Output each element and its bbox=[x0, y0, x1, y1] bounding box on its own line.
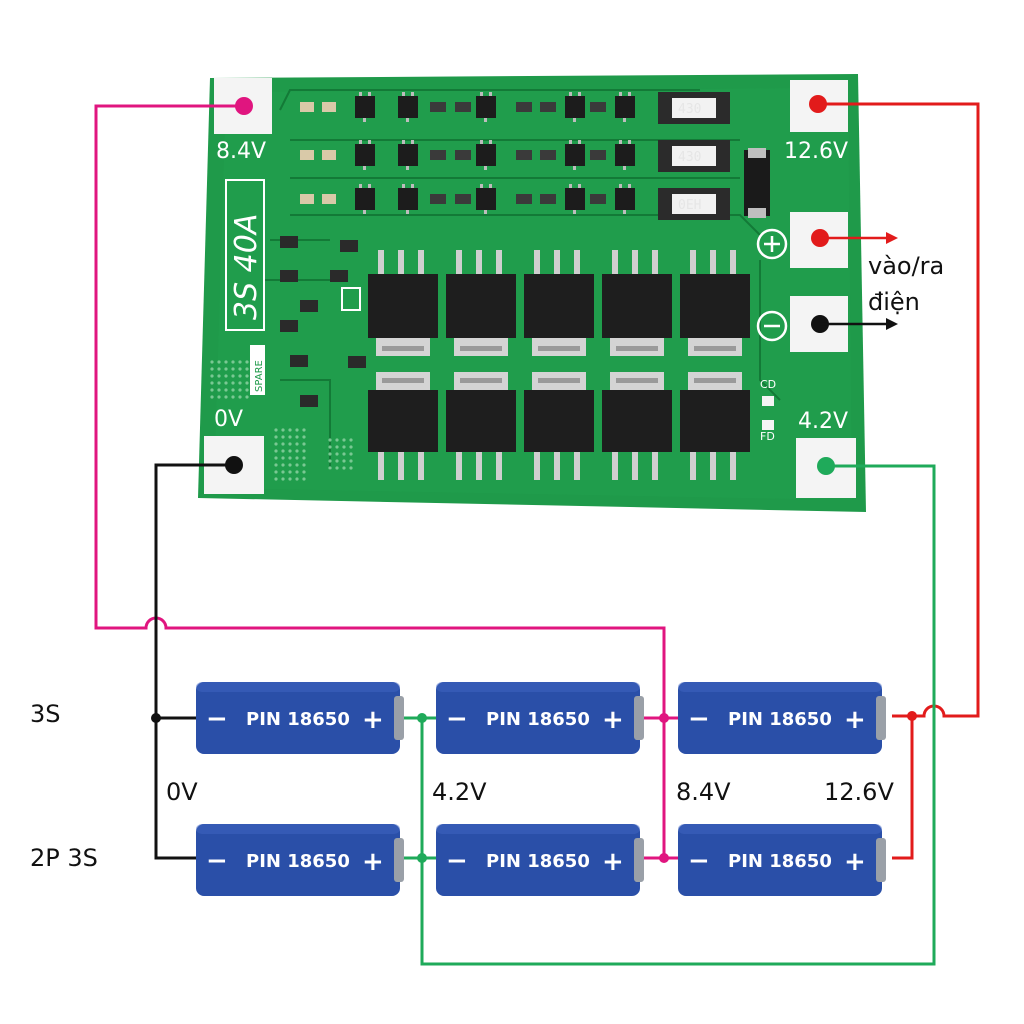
resistor-code: 430 bbox=[678, 102, 701, 117]
cell-minus-label: − bbox=[688, 704, 710, 734]
battery-cell: −PIN 18650 + bbox=[678, 824, 886, 896]
cell-label: PIN 18650 bbox=[728, 709, 832, 730]
pad-b2-label: 8.4V bbox=[216, 139, 266, 164]
battery-cell: −PIN 18650 + bbox=[678, 682, 886, 754]
dot-grid bbox=[210, 360, 353, 481]
silk-cd: CD bbox=[760, 378, 776, 391]
cell-plus-label: + bbox=[362, 847, 384, 877]
silk-spare: SPARE bbox=[254, 360, 265, 392]
cell-label: PIN 18650 bbox=[486, 851, 590, 872]
voltage-label-12v6: 12.6V bbox=[824, 778, 894, 806]
cell-plus-label: + bbox=[844, 847, 866, 877]
battery-cell: −PIN 18650 + bbox=[196, 682, 404, 754]
cell-minus-label: − bbox=[446, 846, 468, 876]
row-label-2p3s: 2P 3S bbox=[30, 844, 98, 872]
resistor-code: 0EH bbox=[678, 198, 701, 213]
cell-label: PIN 18650 bbox=[728, 851, 832, 872]
cell-plus-label: + bbox=[362, 705, 384, 735]
model-label-box: 3S 40A bbox=[225, 179, 265, 331]
battery-cell: −PIN 18650 + bbox=[436, 682, 644, 754]
cell-label: PIN 18650 bbox=[246, 851, 350, 872]
cell-minus-label: − bbox=[206, 846, 228, 876]
model-label: 3S 40A bbox=[229, 214, 264, 320]
cell-label: PIN 18650 bbox=[246, 709, 350, 730]
cell-minus-label: − bbox=[446, 704, 468, 734]
battery-cell: −PIN 18650 + bbox=[196, 824, 404, 896]
smd-components bbox=[280, 92, 635, 407]
cell-label: PIN 18650 bbox=[486, 709, 590, 730]
shunt-resistors: 430 430 0EH bbox=[658, 92, 730, 220]
cell-plus-label: + bbox=[602, 847, 624, 877]
wire-b-minus bbox=[154, 463, 234, 860]
mosfet-array bbox=[368, 250, 750, 480]
arrow-right-icon bbox=[886, 232, 898, 244]
cell-plus-label: + bbox=[844, 705, 866, 735]
cell-minus-label: − bbox=[688, 846, 710, 876]
io-label-line1: vào/ra bbox=[868, 252, 944, 280]
bms-board: 8.4V 0V 12.6V 4.2V 3S 40A bbox=[198, 74, 866, 512]
junction-dots bbox=[151, 711, 917, 863]
pad-b1-label: 4.2V bbox=[798, 409, 848, 434]
cell-minus-label: − bbox=[206, 704, 228, 734]
cell-plus-label: + bbox=[602, 705, 624, 735]
row-label-3s: 3S bbox=[30, 700, 61, 728]
voltage-label-8v4: 8.4V bbox=[676, 778, 731, 806]
arrow-right-icon bbox=[886, 318, 898, 330]
battery-cells: −PIN 18650+−PIN 18650+−PIN 18650+−PIN 18… bbox=[196, 682, 886, 896]
battery-cell: −PIN 18650 + bbox=[436, 824, 644, 896]
wire-b1 bbox=[420, 464, 936, 966]
voltage-label-4v2: 4.2V bbox=[432, 778, 487, 806]
wire-b-plus bbox=[818, 102, 980, 718]
diode bbox=[744, 150, 770, 216]
wire-b-plus-parallel bbox=[892, 716, 914, 860]
minus-symbol-icon bbox=[756, 310, 788, 342]
plus-symbol-icon bbox=[756, 228, 788, 260]
io-annotation: vào/ra điện bbox=[820, 232, 944, 330]
silk-fd: FD bbox=[760, 430, 775, 443]
io-label-line2: điện bbox=[868, 288, 920, 316]
voltage-label-0v: 0V bbox=[166, 778, 198, 806]
pad-b-minus-label: 0V bbox=[214, 407, 243, 432]
pad-b-plus-label: 12.6V bbox=[784, 139, 848, 164]
resistor-code: 430 bbox=[678, 150, 701, 165]
